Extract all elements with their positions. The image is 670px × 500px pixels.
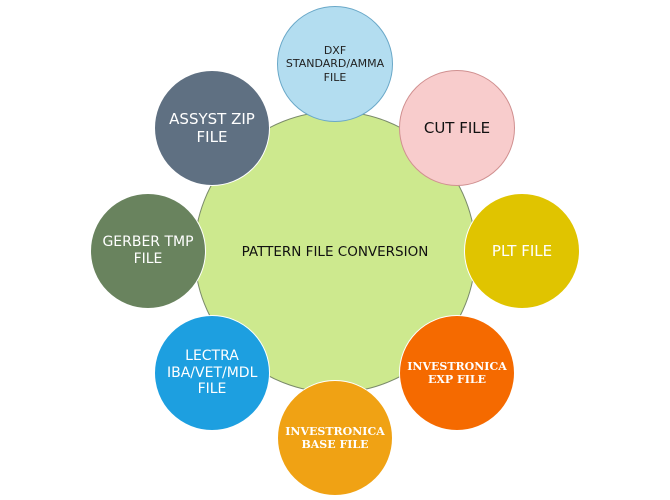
- node-investronica-exp: INVESTRONICA EXP FILE: [399, 315, 515, 431]
- node-label: INVESTRONICA BASE FILE: [285, 424, 385, 451]
- node-gerber: GERBER TMP FILE: [90, 193, 206, 309]
- node-investronica-base: INVESTRONICA BASE FILE: [277, 380, 393, 496]
- node-label: INVESTRONICA EXP FILE: [407, 359, 507, 386]
- node-label: GERBER TMP FILE: [102, 234, 194, 267]
- node-label: PLT FILE: [491, 242, 553, 260]
- node-label: DXF STANDARD/AMMA FILE: [285, 44, 385, 84]
- node-dxf: DXF STANDARD/AMMA FILE: [277, 6, 393, 122]
- node-assyst: ASSYST ZIP FILE: [154, 70, 270, 186]
- node-cut: CUT FILE: [399, 70, 515, 186]
- node-label: ASSYST ZIP FILE: [169, 110, 255, 146]
- center-label: PATTERN FILE CONVERSION: [241, 244, 429, 260]
- node-label: CUT FILE: [423, 119, 491, 137]
- node-plt: PLT FILE: [464, 193, 580, 309]
- node-lectra: LECTRA IBA/VET/MDL FILE: [154, 315, 270, 431]
- node-label: LECTRA IBA/VET/MDL FILE: [167, 347, 258, 398]
